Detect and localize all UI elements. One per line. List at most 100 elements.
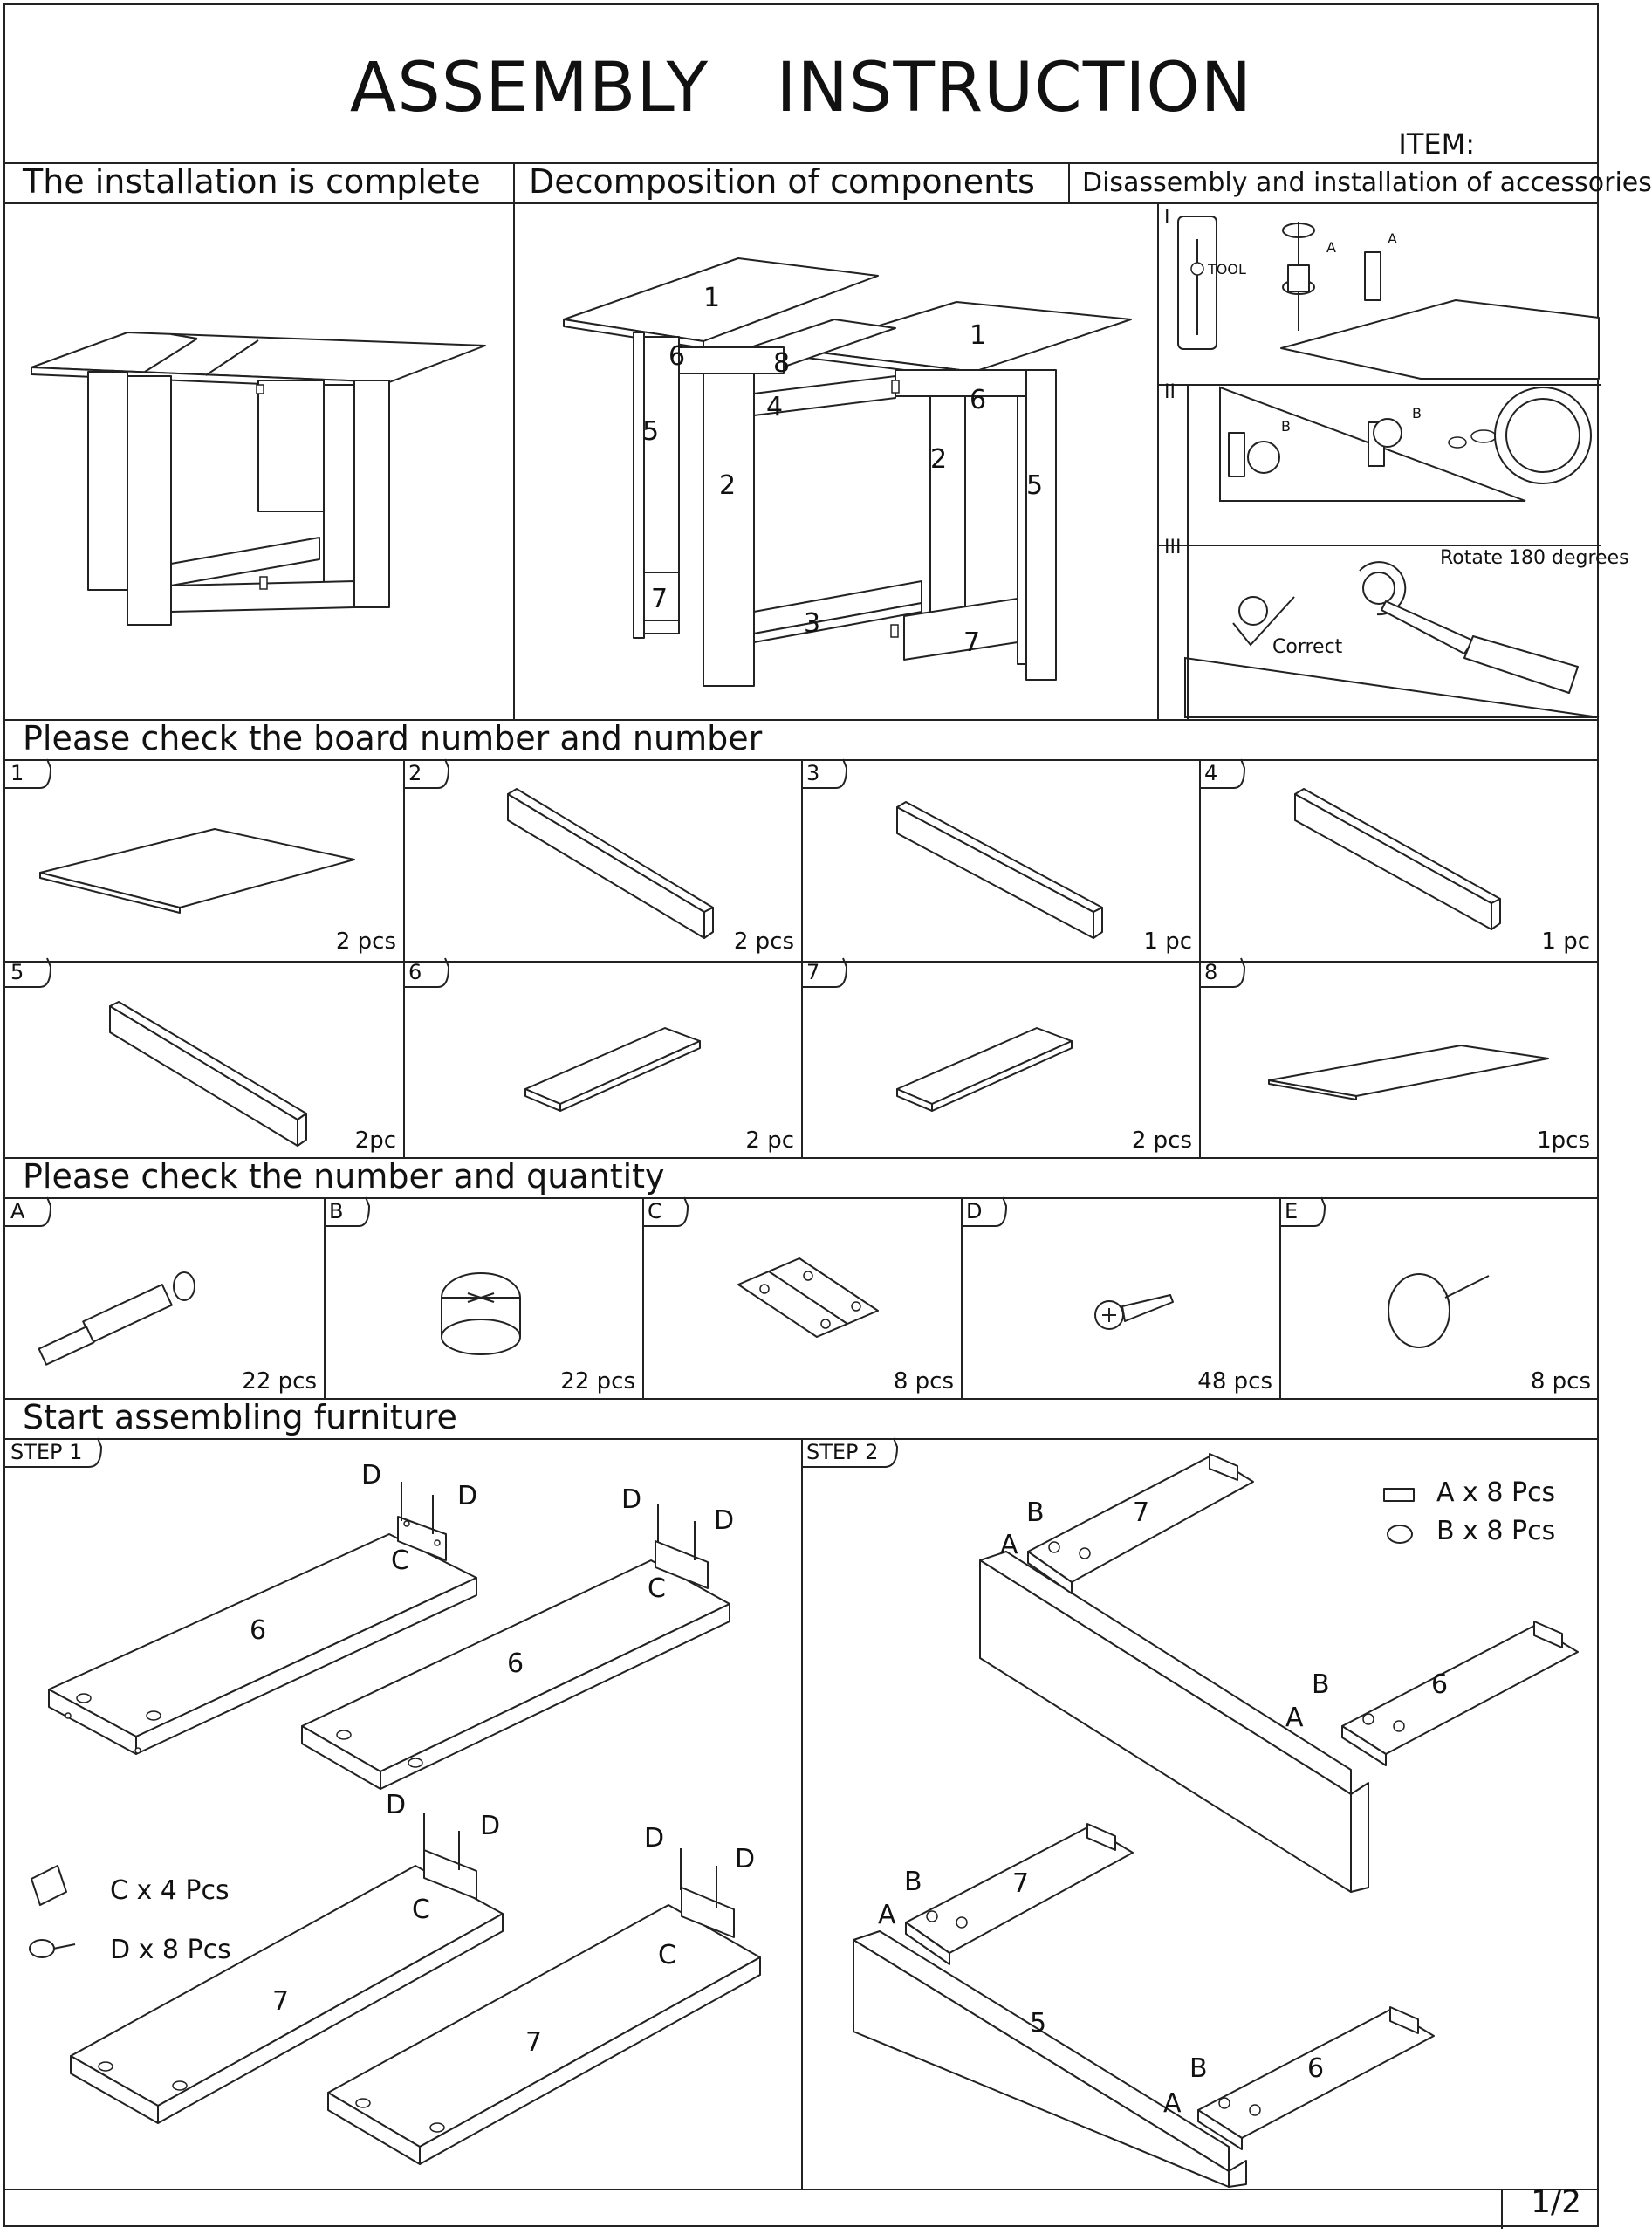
hardware-id-tab: E [1279,1196,1326,1227]
label-c: C [412,1895,430,1925]
board-1-drawing [39,828,355,914]
board-id-tab: 6 [403,957,450,988]
label-board-5: 5 [1026,470,1043,501]
exploded-view-drawing: 1 1 6 6 8 4 5 5 2 2 7 7 3 [563,257,1132,687]
divider [5,1398,1597,1400]
hardware-id-tab: D [961,1196,1008,1227]
label-b: B [1189,2053,1208,2084]
board-card-2: 2 2 pcs [403,758,801,958]
page-number: 1/2 [1531,2184,1581,2220]
boards-heading: Please check the board number and number [23,719,763,757]
label-board-7: 7 [272,1986,289,2017]
board-qty: 2pc [354,1127,396,1154]
hardware-heading: Please check the number and quantity [23,1157,665,1196]
label-board-5: 5 [1030,2008,1046,2039]
board-qty: 2 pcs [733,929,794,955]
label-a: A [1000,1530,1018,1560]
board-3-drawing [896,801,1103,939]
board-id: 5 [10,960,24,984]
divider [5,1197,1597,1199]
cam-lock-icon [441,1272,521,1355]
hardware-card-E: E 8 pcs [1279,1196,1598,1398]
label-a: A [1285,1703,1304,1733]
board-qty: 2 pcs [335,929,396,955]
label-board-6: 6 [668,341,685,372]
label-d: D [735,1844,755,1874]
label-board-6: 6 [1431,1669,1448,1700]
label-board-3: 3 [804,608,820,639]
board-id-tab: 2 [403,758,450,789]
board-id: 4 [1204,761,1218,785]
completed-table-drawing [31,332,486,626]
label-board-6: 6 [1307,2053,1324,2084]
label-board-7: 7 [525,2027,542,2058]
hardware-id: E [1285,1199,1299,1223]
label-board-7: 7 [1012,1868,1029,1899]
screw-icon [1094,1294,1174,1330]
divider [5,719,1597,721]
divider [5,2189,1597,2190]
page-title: ASSEMBLY INSTRUCTION [349,49,1253,127]
board-card-6: 6 2 pc [403,957,801,1157]
board-6-drawing [524,1027,701,1112]
label-d: D [457,1481,477,1511]
label-d: D [714,1505,734,1536]
instruction-sheet: ASSEMBLY INSTRUCTION ITEM: The installat… [3,3,1652,2229]
label-board-2: 2 [930,444,947,475]
board-qty: 2 pc [745,1127,794,1154]
part-a-label: A [1388,230,1397,247]
hardware-qty: 48 pcs [1197,1368,1272,1395]
label-board-5: 5 [642,416,659,447]
board-id-tab: 1 [5,758,52,789]
label-d: D [644,1823,664,1854]
label-b: B [1312,1669,1330,1700]
d-qty-label: D x 8 Pcs [110,1935,231,1965]
board-qty: 1 pc [1541,929,1590,955]
label-a: A [1163,2088,1182,2119]
board-qty: 1pcs [1537,1127,1590,1154]
rotate-label: Rotate 180 degrees [1440,547,1629,569]
hardware-card-B: B 22 pcs [324,1196,642,1398]
tool-label: TOOL [1207,261,1246,278]
board-8-drawing [1268,1045,1549,1100]
hardware-card-C: C 8 pcs [642,1196,961,1398]
label-d: D [361,1460,381,1490]
hardware-card-D: D 48 pcs [961,1196,1279,1398]
step-1-drawing: 6 D D C 6 D D C C x 4 Pcs D x 8 Pcs [29,1460,761,2165]
step-2-drawing: A x 8 Pcs B x 8 Pcs 7 B A 6 B A [853,1453,1579,2188]
label-d: D [386,1790,406,1820]
label-board-7: 7 [1133,1497,1149,1528]
c-qty-label: C x 4 Pcs [110,1875,230,1906]
part-b-label: B [1412,405,1422,421]
cam-bolt-icon [38,1271,195,1366]
step-2-panel: STEP 2 A x 8 Pcs B x 8 Pcs 7 B A [801,1437,1601,2189]
hardware-qty: 22 pcs [560,1368,635,1395]
board-qty: 2 pcs [1131,1127,1192,1154]
board-card-1: 1 2 pcs [5,758,403,958]
board-card-7: 7 2 pcs [801,957,1199,1157]
label-b: B [1026,1497,1045,1528]
step-1-tab: STEP 1 [5,1437,105,1468]
item-label: ITEM: [1398,127,1475,161]
board-qty: 1 pc [1143,929,1192,955]
hardware-qty: 8 pcs [893,1368,954,1395]
hardware-id: D [966,1199,983,1223]
hardware-id-tab: B [324,1196,371,1227]
label-d: D [480,1811,500,1841]
a-qty-label: A x 8 Pcs [1436,1477,1555,1508]
label-board-7: 7 [963,627,980,658]
board-id-tab: 8 [1199,957,1246,988]
cap-nail-icon [1388,1273,1490,1348]
hardware-id-tab: A [5,1196,52,1227]
correct-label: Correct [1272,636,1343,658]
assembly-heading: Start assembling furniture [23,1398,457,1436]
step-1-panel: STEP 1 6 D D C [5,1437,801,2189]
label-c: C [391,1545,409,1576]
header-accessories: Disassembly and installation of accessor… [1082,168,1652,198]
board-id-tab: 4 [1199,758,1246,789]
hardware-id: B [329,1199,344,1223]
hinge-icon [737,1257,879,1338]
part-a-label: A [1326,239,1336,256]
label-a: A [878,1900,896,1930]
header-decomposition: Decomposition of components [529,162,1035,201]
